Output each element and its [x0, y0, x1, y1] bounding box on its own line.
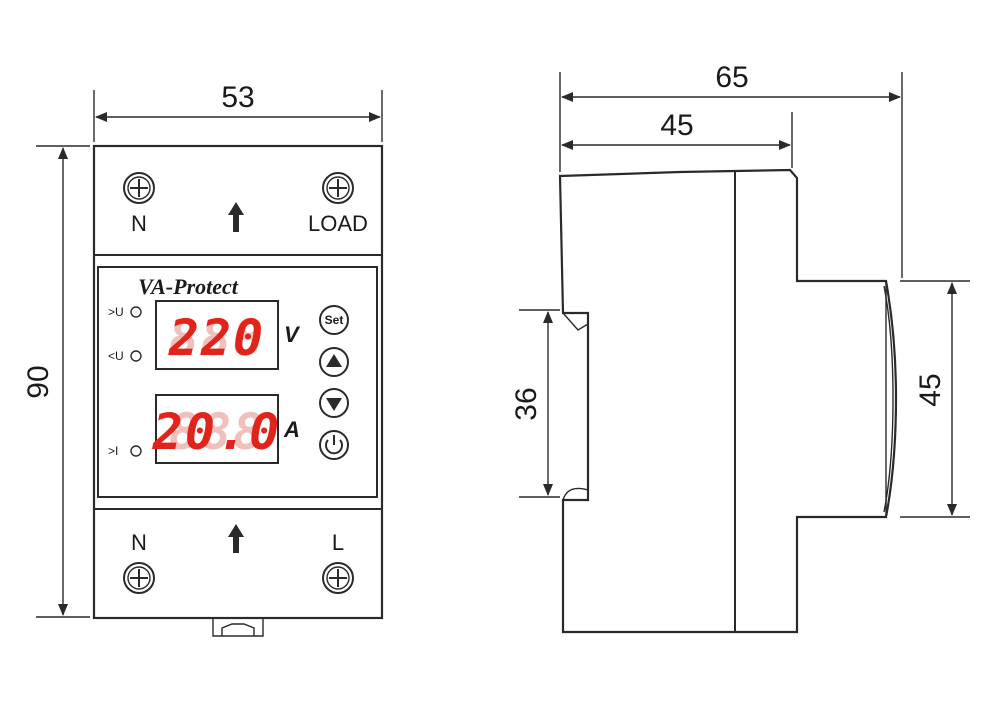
- label-top-left-terminal: N: [131, 211, 147, 236]
- dim-height-front: 90: [22, 365, 55, 398]
- voltage-ghost-digits: 888: [169, 309, 265, 367]
- brand-name: VA-Protect: [138, 274, 239, 299]
- power-button[interactable]: [319, 430, 349, 460]
- label-bottom-right-terminal: L: [332, 530, 344, 555]
- down-button[interactable]: [319, 388, 349, 418]
- dim-rail-height: 36: [510, 387, 543, 420]
- terminal-screw-bottom-left[interactable]: [123, 562, 155, 594]
- din-clip-tab: [212, 617, 264, 637]
- current-ghost-digits: 888: [169, 403, 265, 461]
- triangle-up-icon: [326, 354, 342, 367]
- side-front-lip: [883, 285, 894, 513]
- current-display: [155, 394, 279, 464]
- voltage-display: [155, 300, 279, 370]
- front-view: N LOAD VA-Protect >U <U >I 888 220 V 888…: [22, 81, 384, 637]
- current-reading: 20.0: [152, 403, 281, 461]
- dim-width-front: 53: [221, 81, 254, 114]
- label-top-right-terminal: LOAD: [308, 211, 368, 236]
- arrow-up-icon: [228, 524, 244, 553]
- under-voltage-led: [130, 350, 142, 362]
- dim-front-height: 45: [914, 373, 947, 406]
- power-icon: [325, 439, 343, 455]
- under-voltage-label: <U: [108, 349, 124, 363]
- display-panel: [97, 266, 378, 498]
- din-slot-bottom: [562, 487, 589, 501]
- voltage-unit: V: [284, 322, 301, 347]
- voltage-reading: 220: [168, 309, 265, 367]
- triangle-down-icon: [326, 398, 342, 411]
- side-view: 65 45 36 45: [510, 61, 970, 634]
- up-button[interactable]: [319, 347, 349, 377]
- label-bottom-left-terminal: N: [131, 530, 147, 555]
- over-current-led: [130, 445, 142, 457]
- over-voltage-label: >U: [108, 305, 124, 319]
- set-button[interactable]: Set: [319, 305, 349, 335]
- dim-depth-total: 65: [715, 61, 748, 94]
- current-unit: A: [283, 417, 300, 442]
- side-body-outline: [558, 168, 898, 634]
- terminal-screw-bottom-right[interactable]: [322, 562, 354, 594]
- over-current-label: >I: [108, 444, 118, 458]
- arrow-up-icon: [228, 202, 244, 232]
- set-button-label: Set: [325, 313, 344, 327]
- terminal-screw-top-right[interactable]: [322, 172, 354, 204]
- terminal-screw-top-left[interactable]: [123, 172, 155, 204]
- dim-depth-body: 45: [660, 109, 693, 142]
- din-clip-notch: [221, 623, 255, 636]
- din-slot-top: [562, 312, 589, 331]
- over-voltage-led: [130, 306, 142, 318]
